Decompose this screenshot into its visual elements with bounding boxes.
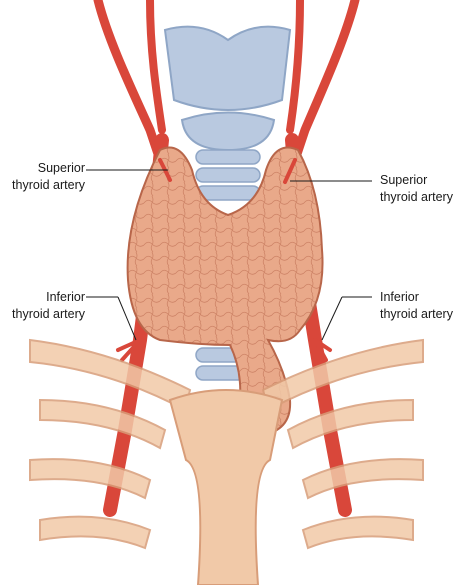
thyroid-gland [126,146,324,437]
superior-thyroid-artery-label-left: Superior thyroid artery [12,161,85,192]
superior-thyroid-artery-label-right: Superior thyroid artery [380,173,453,204]
inferior-thyroid-artery-label-left: Inferior thyroid artery [12,290,85,321]
sternum [168,389,284,585]
inferior-thyroid-artery-label-right: Inferior thyroid artery [380,290,453,321]
larynx-cartilage [163,25,292,152]
rib-cage [29,338,424,550]
label-leader-lines [86,169,372,341]
